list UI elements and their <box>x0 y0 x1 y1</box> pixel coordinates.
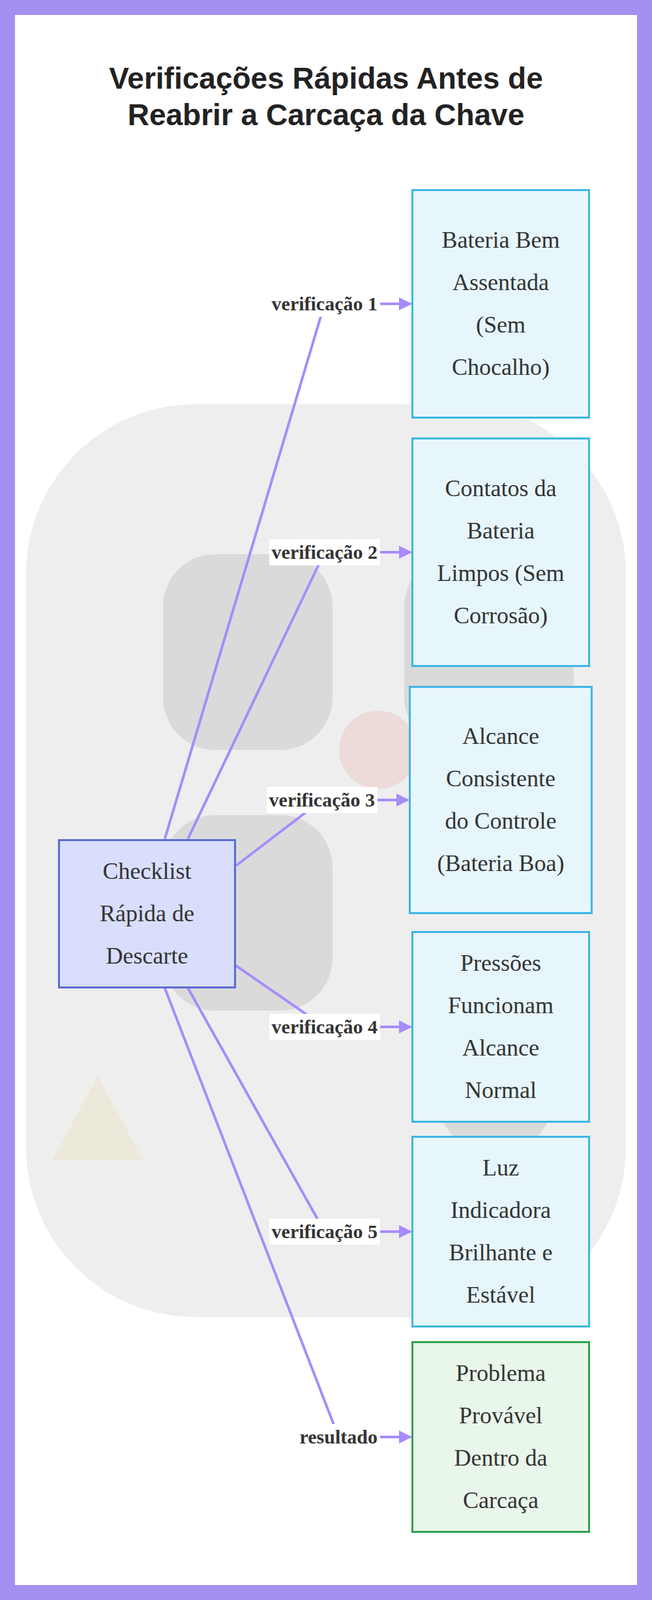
connector-arrow <box>164 303 411 840</box>
edge-label: verificação 1 <box>269 290 381 317</box>
node-label: Alcance Consistente do Controle (Bateria… <box>431 715 570 885</box>
edge-label: verificação 5 <box>269 1218 381 1245</box>
check-box: Contatos da Bateria Limpos (Sem Corrosão… <box>411 437 591 667</box>
node-label: Pressões Funcionam Alcance Normal <box>431 942 570 1112</box>
node-label: Luz Indicadora Brilhante e Estável <box>431 1146 570 1317</box>
result-box: Problema Provável Dentro da Carcaça <box>411 1341 591 1533</box>
connector-arrow <box>187 988 411 1233</box>
connector-arrow <box>164 988 411 1438</box>
edge-label: resultado <box>297 1423 381 1451</box>
diagram-title: Verificações Rápidas Antes de Reabrir a … <box>65 59 587 134</box>
check-box: Bateria Bem Assentada (Sem Chocalho) <box>411 189 591 419</box>
node-label: Bateria Bem Assentada (Sem Chocalho) <box>431 219 570 389</box>
edge-label: verificação 2 <box>269 539 381 566</box>
node-label: Checklist Rápida de Descarte <box>78 850 217 978</box>
hub-box: Checklist Rápida de Descarte <box>58 839 237 989</box>
edge-label: verificação 3 <box>266 786 378 814</box>
edge-label: verificação 4 <box>269 1013 381 1040</box>
node-label: Problema Provável Dentro da Carcaça <box>431 1352 570 1522</box>
node-label: Contatos da Bateria Limpos (Sem Corrosão… <box>431 467 570 638</box>
check-box: Pressões Funcionam Alcance Normal <box>411 931 591 1123</box>
check-box: Alcance Consistente do Controle (Bateria… <box>408 685 593 915</box>
check-box: Luz Indicadora Brilhante e Estável <box>411 1135 591 1328</box>
connector-arrow <box>187 552 411 840</box>
